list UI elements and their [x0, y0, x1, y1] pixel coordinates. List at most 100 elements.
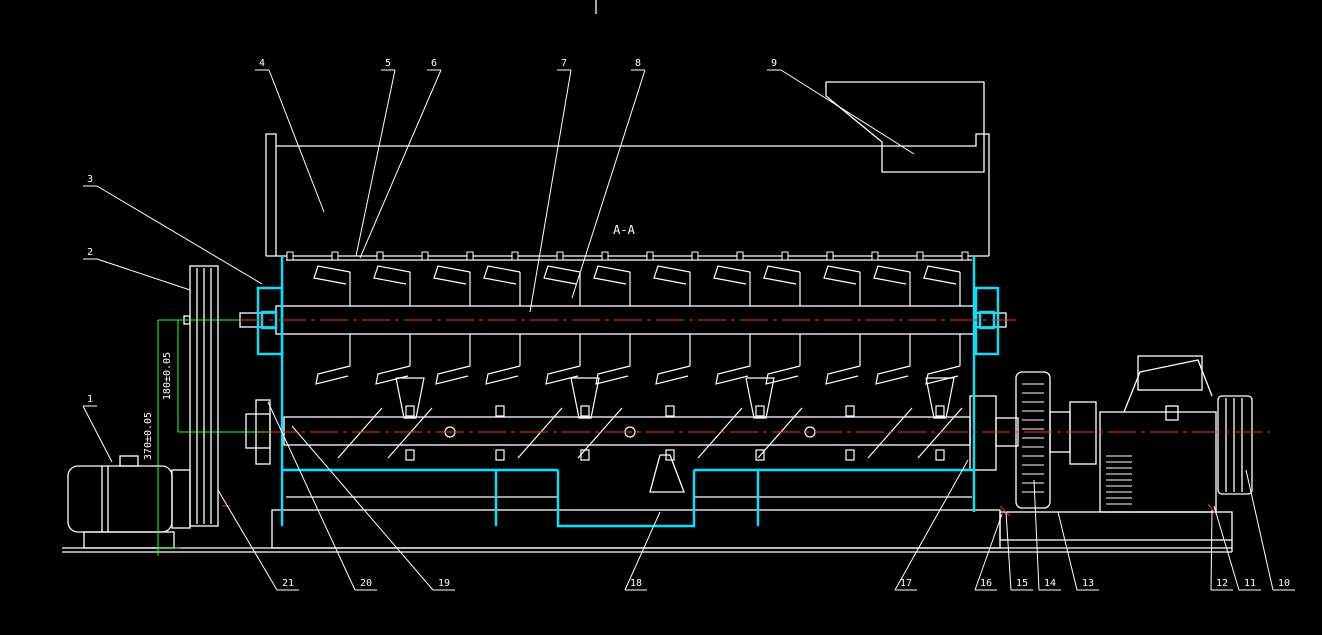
leader-line	[217, 489, 278, 591]
mark	[1207, 503, 1217, 515]
motor-flange	[171, 469, 191, 529]
mixing-cone	[570, 377, 600, 419]
callout-14: 14	[1044, 578, 1056, 589]
mixing-cone	[745, 377, 775, 419]
gearbox-top	[1123, 359, 1213, 413]
lower-shaft	[283, 416, 971, 446]
paddle-blade	[435, 365, 471, 385]
paddle-blade	[543, 265, 581, 285]
gearbox-breather	[1165, 405, 1179, 421]
shaft-nut	[845, 449, 855, 461]
shaft-nut	[665, 405, 675, 417]
screw-blade	[517, 407, 563, 459]
flange-bolt	[916, 251, 924, 261]
flange-bolt	[646, 251, 654, 261]
drive-base	[999, 511, 1233, 541]
paddle-blade	[713, 265, 751, 285]
leader-line	[82, 405, 113, 463]
paddle-group	[313, 265, 961, 385]
screw-blade	[697, 407, 743, 459]
flange-bolt	[511, 251, 519, 261]
shaft-nut	[405, 405, 415, 417]
paddle-blade	[373, 265, 411, 285]
leader-line	[1057, 511, 1078, 591]
flange-bolt	[871, 251, 879, 261]
coupling-stripes	[1022, 383, 1044, 493]
paddle-blade	[483, 265, 521, 285]
shaft-nut	[935, 449, 945, 461]
shaft-nut	[405, 449, 415, 461]
leader-line	[780, 69, 915, 155]
pulley-left	[189, 265, 219, 527]
motor-feet	[83, 531, 175, 549]
callout-11: 11	[1244, 578, 1256, 589]
screw-blade	[387, 407, 433, 459]
callout-9: 9	[771, 58, 777, 69]
screw-blade	[337, 407, 383, 459]
callout-4: 4	[259, 58, 265, 69]
shaft-nut	[755, 449, 765, 461]
motor-body	[67, 465, 173, 533]
flange-bolt	[781, 251, 789, 261]
motor-terminal-box	[119, 455, 139, 467]
gearbox-cover	[1137, 355, 1203, 391]
paddle-blade	[763, 265, 801, 285]
callout-5: 5	[385, 58, 391, 69]
flange-bolt	[601, 251, 609, 261]
bearing-housing-left	[256, 286, 284, 356]
discharge-chute	[557, 470, 695, 527]
hopper-body	[265, 133, 990, 256]
paddle-blade	[593, 265, 631, 285]
leader-line	[1245, 469, 1274, 591]
shaft-nut	[845, 405, 855, 417]
paddle-blade	[875, 365, 911, 385]
paddle-blade	[375, 365, 411, 385]
leader-line	[529, 69, 572, 313]
callout-1: 1	[87, 394, 93, 405]
shaft-nut	[580, 449, 590, 461]
callout-15: 15	[1016, 578, 1028, 589]
mixing-cone	[925, 377, 955, 419]
bearing-housing-right	[974, 286, 1000, 356]
leader-line	[355, 69, 396, 257]
section-label: A-A	[613, 223, 635, 237]
shaft-nut	[580, 405, 590, 417]
feed-inlet	[825, 81, 985, 173]
leader-line	[291, 425, 434, 591]
leader-line	[974, 513, 1003, 591]
paddle-blade	[655, 365, 691, 385]
leader-line	[1033, 479, 1040, 591]
callout-20: 20	[360, 578, 372, 589]
discharge-cone	[649, 454, 685, 493]
lower-shaft-end	[245, 413, 271, 449]
screw-group	[337, 377, 963, 461]
shaft-nut	[495, 449, 505, 461]
callout-10: 10	[1278, 578, 1290, 589]
callout-7: 7	[561, 58, 567, 69]
flange-bolt	[736, 251, 744, 261]
paddle-blade	[825, 365, 861, 385]
flange-bolt	[691, 251, 699, 261]
leader-line	[1005, 511, 1012, 591]
leader-line	[267, 401, 356, 591]
callout-6: 6	[431, 58, 437, 69]
paddle-blade	[823, 265, 861, 285]
shaft-nut	[665, 449, 675, 461]
flange-bolt	[556, 251, 564, 261]
paddle-blade	[433, 265, 471, 285]
flange-bolt	[421, 251, 429, 261]
coupling-disk	[1069, 401, 1097, 465]
paddle-blade	[765, 365, 801, 385]
leader-line	[624, 511, 661, 591]
paddle-blade	[925, 365, 961, 385]
gearbox	[1099, 411, 1217, 513]
paddle-blade	[715, 365, 751, 385]
paddle-blade	[315, 365, 351, 385]
housing-chute	[556, 470, 696, 528]
paddle-blade	[545, 365, 581, 385]
screw-blade	[757, 407, 803, 459]
screw-blade	[917, 407, 963, 459]
